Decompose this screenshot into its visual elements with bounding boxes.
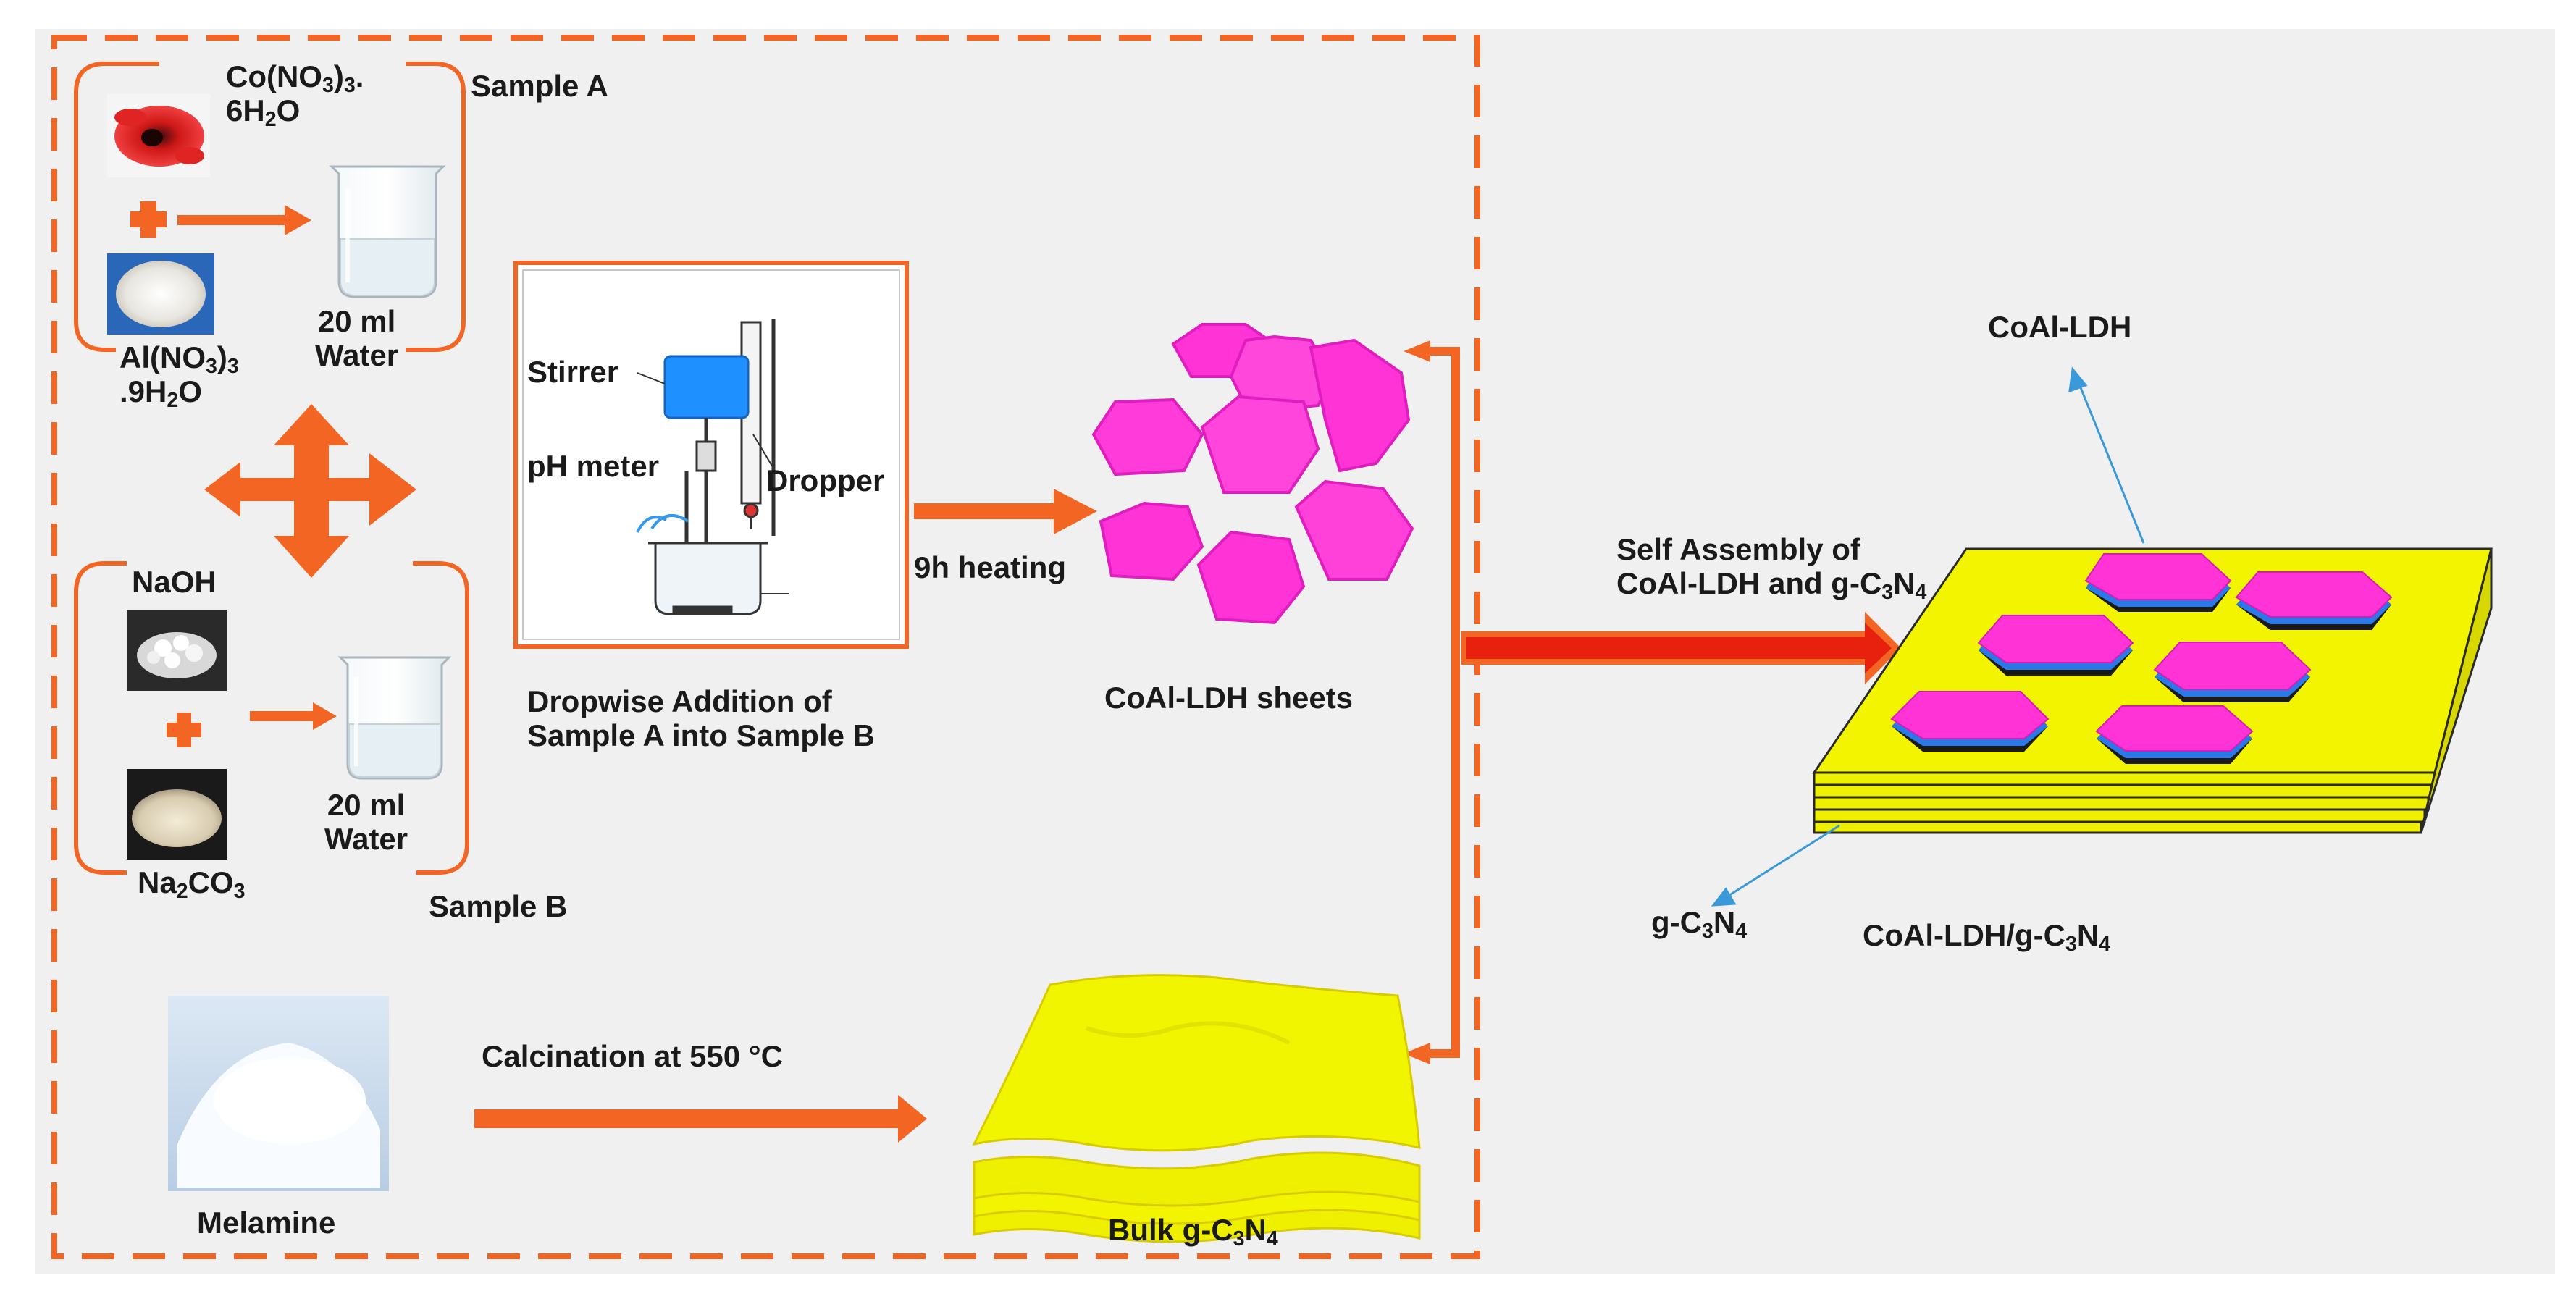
dropwise-caption: Dropwise Addition of Sample A into Sampl… [527, 684, 875, 753]
coal-ldh-label: CoAl-LDH [1988, 310, 2132, 344]
composite-plate-image [1812, 547, 2493, 834]
ldh-hexagon [1200, 395, 1320, 494]
bulk-gcn-label: Bulk g-C3N4 [1108, 1213, 1278, 1251]
al-nitrate-label: Al(NO3)3 .9H2O [119, 340, 239, 413]
co-formula-line1: Co(NO3)3. [226, 59, 364, 98]
ldh-hexagon [1196, 530, 1306, 625]
al-formula-line1: Al(NO3)3 [119, 340, 239, 379]
calcination-label: Calcination at 550 °C [482, 1039, 783, 1073]
ldh-platelet [1977, 615, 2134, 676]
plus-icon [130, 201, 167, 238]
naoh-label: NaOH [132, 565, 217, 599]
melamine-powder-image [168, 996, 389, 1191]
sample-b-bracket [74, 561, 469, 875]
melamine-label: Melamine [197, 1206, 336, 1240]
ldh-hexagon [1229, 335, 1335, 411]
beaker-icon [337, 656, 452, 780]
stirrer-apparatus-icon [636, 319, 789, 615]
ph-meter-label: pH meter [527, 449, 660, 483]
arrow-to-beaker-a [177, 205, 311, 235]
ldh-hexagon [1099, 501, 1204, 581]
mixing-cross-arrow [204, 404, 416, 578]
na2co3-powder-image [127, 769, 227, 860]
al-formula-line2: .9H2O [119, 374, 202, 413]
gcn-label: g-C3N4 [1651, 905, 1748, 944]
ldh-hexagon [1294, 479, 1414, 581]
heating-arrow [914, 489, 1097, 534]
al-nitrate-powder-image [107, 253, 214, 335]
naoh-pellets-image [127, 610, 227, 691]
calcination-arrow [474, 1095, 927, 1143]
ldh-platelets [1890, 553, 2393, 764]
stirrer-label: Stirrer [527, 355, 619, 389]
plus-icon [167, 713, 201, 747]
co-nitrate-label: Co(NO3)3. 6H2O [226, 59, 364, 132]
arrow-to-beaker-b [250, 702, 337, 730]
ldh-hexagon [1091, 398, 1204, 476]
na2co3-label: Na2CO3 [138, 865, 246, 904]
bulk-gcn-sheets-image [972, 974, 1421, 1243]
composite-label: CoAl-LDH/g-C3N4 [1863, 918, 2111, 957]
sample-a-bracket [74, 62, 466, 352]
sample-a-label: Sample A [471, 69, 608, 103]
connector-bracket [1404, 340, 1460, 1064]
co-formula-line2: 6H2O [226, 93, 301, 132]
self-assembly-line1: Self Assembly of [1616, 532, 1860, 566]
annotation-pointer-ldh [2068, 366, 2145, 544]
co-nitrate-powder-image [107, 94, 210, 177]
ldh-platelet [2095, 705, 2254, 764]
ldh-sheets-label: CoAl-LDH sheets [1104, 681, 1354, 715]
ldh-platelet [1890, 691, 2050, 752]
water-b-label: 20 ml Water [324, 788, 408, 857]
ldh-platelet [2153, 642, 2312, 702]
beaker-icon [329, 165, 446, 298]
self-assembly-arrow [1461, 612, 1901, 684]
ldh-hexagon [1309, 338, 1411, 473]
sample-b-label: Sample B [429, 889, 568, 923]
self-assembly-label: Self Assembly of CoAl-LDH and g-C3N4 [1616, 532, 1927, 605]
ldh-platelet [2235, 571, 2393, 630]
water-a-label: 20 ml Water [315, 304, 399, 373]
coal-ldh-sheets-image [1091, 323, 1414, 625]
ldh-platelet [2084, 553, 2232, 612]
dropper-label: Dropper [766, 463, 885, 497]
heating-label: 9h heating [914, 550, 1067, 584]
annotation-pointer-gcn [1711, 824, 1840, 907]
self-assembly-line2: CoAl-LDH and g-C3N4 [1616, 566, 1927, 605]
